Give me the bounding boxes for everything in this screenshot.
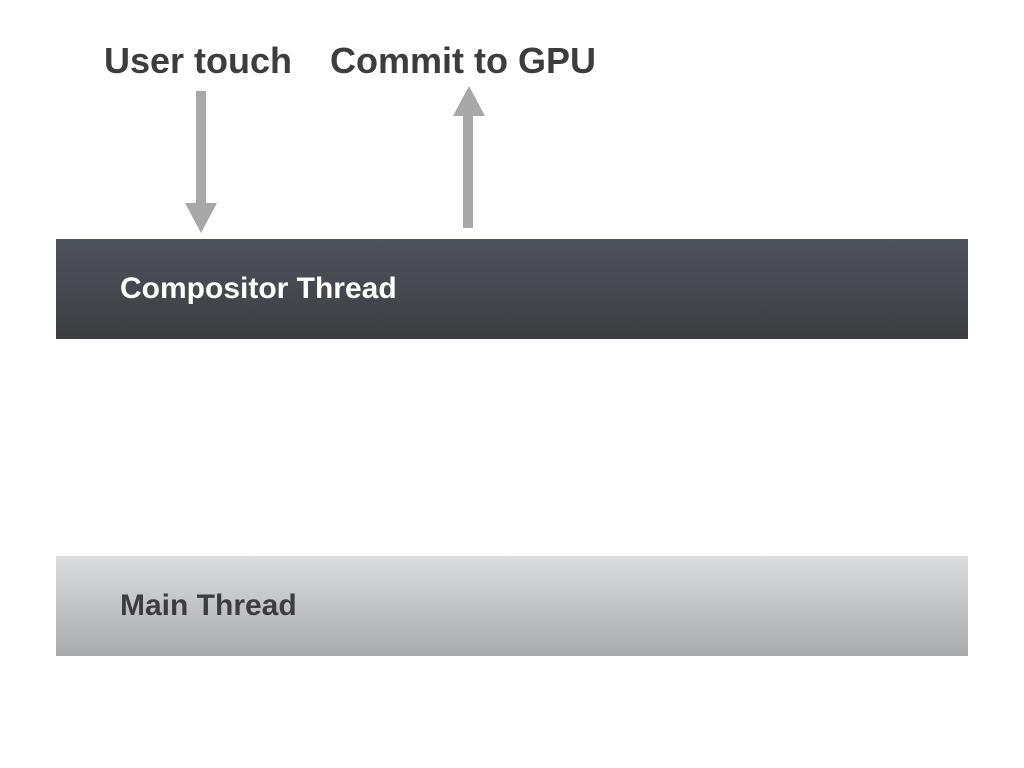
compositor-thread-label: Compositor Thread <box>120 272 397 305</box>
main-thread-label: Main Thread <box>120 589 297 622</box>
commit-to-gpu-arrow-icon <box>453 86 485 228</box>
user-touch-arrow-icon <box>185 91 217 233</box>
user-touch-label: User touch <box>104 40 293 81</box>
commit-to-gpu-label: Commit to GPU <box>330 40 596 81</box>
compositor-thread-bar: Compositor Thread <box>56 239 968 339</box>
main-thread-bar: Main Thread <box>56 556 968 656</box>
